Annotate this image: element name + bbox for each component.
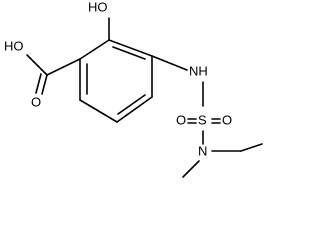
carboxyl-oxygen-label: O bbox=[31, 94, 41, 109]
molecule-drawing: HO HO O NH S O O N bbox=[4, 0, 263, 178]
sulfonyl-oxygen-right-label: O bbox=[222, 112, 232, 127]
methyl-bond bbox=[240, 143, 263, 152]
ring-bond bbox=[116, 96, 153, 123]
carboxyl-bond bbox=[46, 58, 81, 76]
carboxyl-oh-bond bbox=[26, 54, 48, 76]
ring-double-bond bbox=[117, 94, 146, 115]
ring-bond bbox=[79, 39, 110, 60]
carboxyl-hydroxyl-label: HO bbox=[4, 38, 24, 53]
nh-label: NH bbox=[189, 63, 208, 78]
carboxyl-double-bond bbox=[35, 73, 42, 94]
hydroxyl-label: HO bbox=[88, 0, 108, 14]
methyl-bond bbox=[182, 160, 200, 178]
structure-diagram: HO HO O NH S O O N bbox=[4, 0, 263, 178]
ring-bond bbox=[79, 99, 118, 123]
carboxyl-double-bond bbox=[41, 74, 48, 95]
nitrogen-label: N bbox=[198, 143, 207, 158]
ring-double-bond bbox=[112, 46, 146, 60]
ring-bond bbox=[108, 39, 153, 57]
sulfur-label: S bbox=[198, 112, 207, 127]
ring-nh-bond bbox=[151, 55, 188, 71]
sulfonyl-oxygen-left-label: O bbox=[176, 112, 186, 127]
